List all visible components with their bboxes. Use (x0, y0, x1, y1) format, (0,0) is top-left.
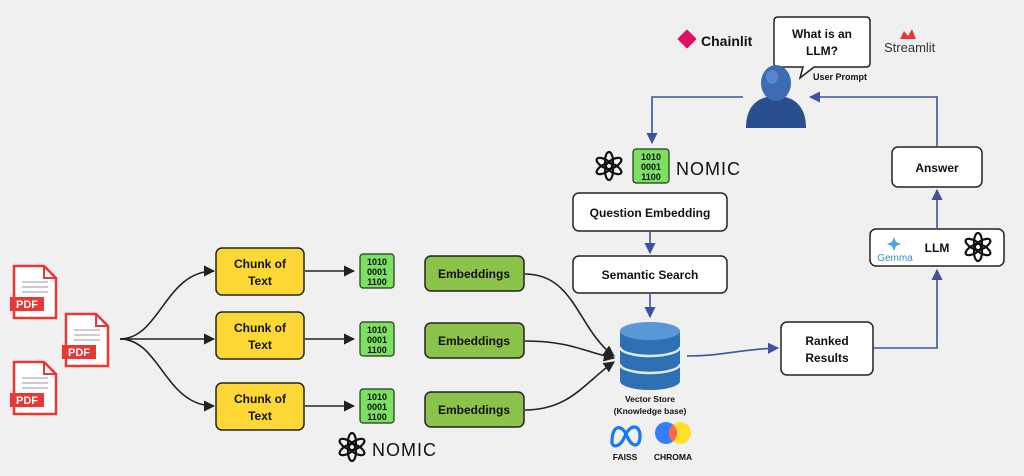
semantic-search-node: Semantic Search (572, 255, 728, 294)
chunk-label-line1: Chunk of (234, 392, 287, 406)
llm-label: LLM (925, 241, 950, 255)
answer-node: Answer (891, 146, 983, 188)
arrow-to-ranked (686, 342, 780, 357)
split-arrows (119, 265, 216, 412)
svg-text:1100: 1100 (367, 277, 387, 287)
vector-store-label: Vector Store (625, 394, 675, 404)
chunk-label-line2: Text (248, 409, 272, 423)
pdf-label: PDF (16, 299, 38, 311)
openai-icon (336, 431, 368, 463)
streamlit-label: Streamlit (884, 40, 936, 55)
question-embedding-node: Question Embedding (572, 192, 728, 232)
embeddings-node: Embeddings (424, 322, 525, 359)
ranked-results-line2: Results (805, 351, 849, 365)
chunk-arrows (305, 265, 356, 412)
chainlit-label: Chainlit (701, 33, 753, 49)
embeddings-node: Embeddings (424, 391, 525, 428)
binary-vector-icon: 1010 0001 1100 (359, 253, 395, 289)
semantic-search-label: Semantic Search (602, 268, 699, 282)
knowledge-base-label: (Knowledge base) (614, 406, 687, 416)
binary-vector-icon: 1010 0001 1100 (632, 148, 670, 184)
svg-text:1010: 1010 (367, 392, 387, 402)
chunk-label-line1: Chunk of (234, 321, 287, 335)
embeddings-label: Embeddings (438, 403, 510, 417)
arrow-to-llm (874, 268, 943, 349)
chroma-icon (655, 422, 691, 444)
store-arrows (524, 273, 616, 411)
pdf-icon: PDF (60, 312, 110, 368)
embeddings-label: Embeddings (438, 334, 510, 348)
user-prompt-label: User Prompt (813, 72, 867, 82)
pdf-label: PDF (16, 395, 38, 407)
ranked-results-node: Ranked Results (780, 321, 874, 376)
embeddings-node: Embeddings (424, 255, 525, 292)
svg-text:1010: 1010 (367, 325, 387, 335)
chainlit-icon (677, 29, 697, 49)
arrow-answer-to-user (808, 91, 938, 146)
ranked-results-line1: Ranked (805, 334, 848, 348)
svg-text:1100: 1100 (367, 412, 387, 422)
meta-icon (610, 425, 642, 448)
gemma-label: Gemma (877, 253, 913, 264)
chunk-label-line1: Chunk of (234, 257, 287, 271)
svg-text:0001: 0001 (367, 402, 387, 412)
pdf-label: PDF (68, 347, 90, 359)
openai-icon (593, 150, 625, 182)
pdf-icon: PDF (8, 360, 58, 416)
svg-text:0001: 0001 (367, 335, 387, 345)
arrow-prompt-to-embedding (646, 96, 743, 145)
database-icon (618, 322, 682, 390)
svg-text:1100: 1100 (641, 172, 661, 182)
user-avatar-icon (746, 65, 806, 128)
chainlit-logo: Chainlit (677, 29, 753, 49)
nomic-label: NOMIC (372, 440, 437, 460)
nomic-logo-top: 1010 0001 1100 NOMIC (593, 148, 741, 184)
llm-node: Gemma LLM (869, 228, 1005, 267)
binary-vector-icon: 1010 0001 1100 (359, 321, 395, 357)
svg-text:1100: 1100 (367, 345, 387, 355)
svg-text:0001: 0001 (367, 267, 387, 277)
question-line1: What is an (792, 27, 852, 41)
svg-text:0001: 0001 (641, 162, 661, 172)
chunk-row: Chunk of Text (215, 247, 305, 296)
streamlit-logo: Streamlit (884, 29, 936, 55)
chunk-row: Chunk of Text (215, 311, 305, 360)
embeddings-label: Embeddings (438, 267, 510, 281)
speech-bubble: What is an LLM? (773, 16, 871, 80)
svg-text:1010: 1010 (367, 257, 387, 267)
question-line2: LLM? (806, 44, 838, 58)
nomic-label: NOMIC (676, 159, 741, 179)
question-embedding-label: Question Embedding (590, 206, 711, 220)
nomic-logo: NOMIC (336, 431, 437, 463)
chunk-label-line2: Text (248, 338, 272, 352)
chunk-label-line2: Text (248, 274, 272, 288)
answer-label: Answer (915, 161, 959, 175)
binary-vector-icon: 1010 0001 1100 (359, 388, 395, 424)
chroma-label: CHROMA (654, 452, 692, 462)
chunk-of-text-box (215, 311, 305, 360)
chunk-row: Chunk of Text (215, 382, 305, 431)
streamlit-icon (900, 29, 916, 39)
pdf-icon: PDF (8, 264, 58, 320)
chunk-of-text-box (215, 247, 305, 296)
faiss-label: FAISS (613, 452, 638, 462)
gemma-icon (887, 237, 901, 251)
svg-text:1010: 1010 (641, 152, 661, 162)
chunk-of-text-box (215, 382, 305, 431)
